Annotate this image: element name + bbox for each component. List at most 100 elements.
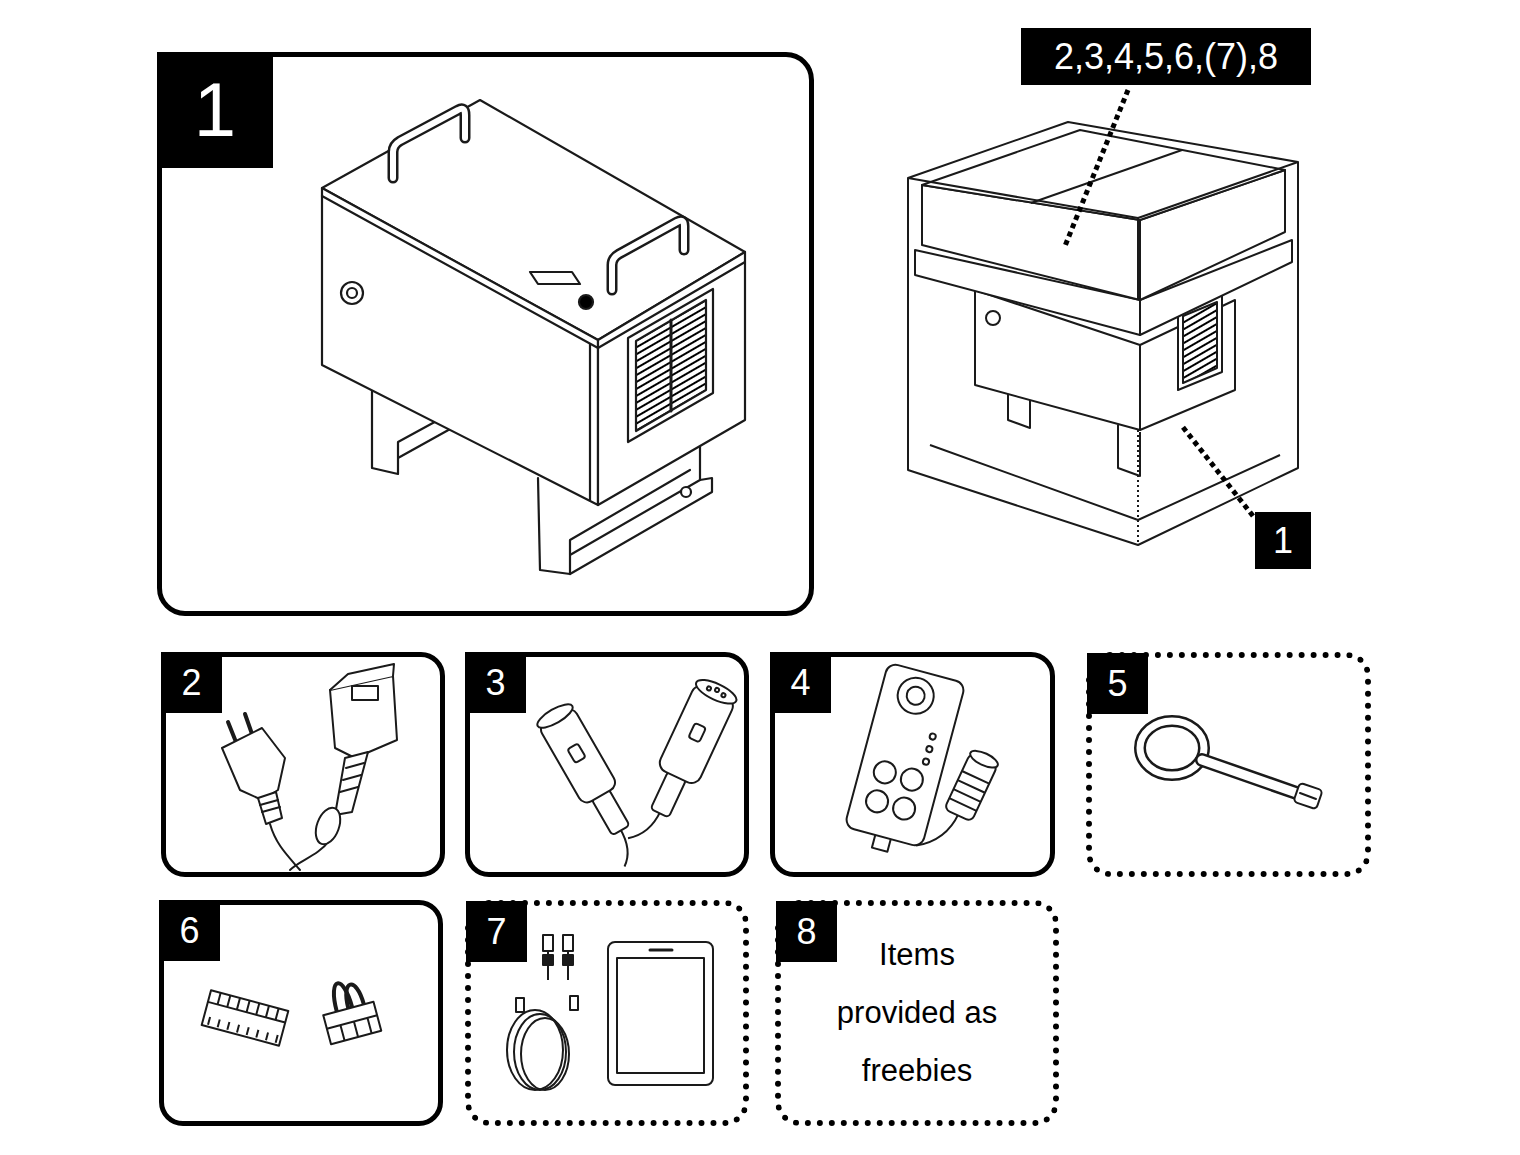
pendant-button — [898, 766, 925, 793]
strain-relief — [258, 792, 282, 824]
door-lock — [341, 282, 363, 304]
handle-inner — [612, 221, 684, 290]
terminal-screw — [218, 993, 279, 1020]
usb-plug-grip — [543, 955, 553, 965]
terminal-body — [202, 990, 289, 1045]
item-number: 6 — [179, 913, 199, 949]
indicator — [929, 733, 936, 740]
number-tab: 1 — [157, 52, 273, 168]
crate-frame — [1137, 218, 1139, 300]
item-panel: 6 — [159, 900, 443, 1126]
item-panel: 4 — [770, 652, 1055, 877]
key-shaft-inner — [1202, 760, 1308, 797]
number-tab: 6 — [159, 900, 220, 961]
callout-number: 1 — [1273, 523, 1293, 559]
crate-base — [930, 445, 1280, 520]
handle-inner — [393, 109, 465, 178]
usb-plug — [563, 935, 573, 951]
pin — [721, 693, 726, 698]
item-number: 8 — [796, 914, 816, 950]
vent-divider — [670, 320, 673, 411]
tablet — [608, 942, 713, 1085]
pendant-connector-core — [905, 685, 927, 707]
item-number: 3 — [485, 665, 505, 701]
door-lock-core — [347, 288, 357, 298]
key-groove — [1300, 793, 1316, 799]
door-lock — [986, 311, 1000, 325]
plug-pin — [228, 722, 236, 742]
pendant-connector — [894, 674, 938, 718]
crate-frame — [908, 122, 1298, 218]
key-bit — [1293, 783, 1322, 810]
handle — [393, 109, 465, 178]
pendant-plug — [916, 743, 1000, 862]
optional-item-panel: 5 — [1086, 652, 1371, 877]
plug-pin — [245, 714, 252, 734]
pendant-button — [871, 759, 898, 786]
tablet-speaker — [650, 949, 672, 952]
callout-number: 2,3,4,5,6,(7),8 — [1054, 39, 1278, 75]
item-number: 2 — [181, 665, 201, 701]
cable-plug — [516, 998, 524, 1012]
callout-box: 1 — [1255, 512, 1311, 569]
packing-crate — [908, 122, 1298, 545]
pendant-button — [864, 788, 891, 815]
pendant-body — [841, 663, 966, 860]
latch — [567, 743, 585, 763]
cabinet-leg-fold — [398, 418, 442, 458]
latch — [688, 723, 706, 743]
plug-rib — [949, 771, 989, 811]
tablet-screen — [617, 958, 704, 1073]
optional-item-panel: 8Items provided as freebies — [775, 900, 1059, 1126]
number-tab: 7 — [466, 901, 527, 962]
terminal-edge — [208, 1002, 285, 1023]
label-slot — [530, 272, 580, 284]
number-tab: 8 — [776, 901, 837, 962]
bolt-hole — [681, 487, 691, 497]
connector-face — [693, 675, 740, 708]
circular-connector — [624, 675, 739, 855]
iec-connector — [330, 676, 397, 758]
signal-cable — [534, 675, 739, 869]
plug-body — [323, 1002, 381, 1044]
number-tab: 4 — [770, 652, 831, 713]
indicator — [926, 745, 933, 752]
optional-item-panel: 7 — [465, 900, 749, 1126]
optional-tablet-kit — [507, 935, 713, 1090]
pin — [706, 686, 711, 691]
cable — [270, 824, 300, 870]
number-tab: 3 — [465, 652, 526, 713]
cabinet-front — [322, 188, 598, 505]
cable-coil — [521, 1018, 569, 1090]
power-cable — [222, 664, 397, 870]
connector-body — [657, 683, 737, 787]
plug-slot — [327, 1015, 381, 1044]
key-ring — [1140, 721, 1204, 775]
circular-connector — [534, 700, 655, 869]
lid-seam — [1031, 150, 1182, 203]
key-ring-inner — [1140, 721, 1204, 775]
door-seam — [589, 344, 591, 500]
plug-face — [968, 747, 1000, 771]
strain-relief-rib — [340, 763, 364, 792]
bridge-plug — [316, 976, 381, 1045]
item-number: 1 — [194, 72, 236, 148]
control-cabinet — [322, 100, 745, 574]
leader-line — [1065, 90, 1128, 246]
crate-edge — [1137, 430, 1139, 545]
button — [579, 295, 593, 309]
cabinet-leg — [1118, 425, 1140, 476]
usb-plug — [543, 935, 553, 951]
item-panel: 2 — [161, 652, 445, 877]
mains-plug — [222, 728, 285, 800]
strain-relief — [335, 752, 368, 815]
panel-note: Items provided as freebies — [822, 926, 1012, 1100]
accessory-box-lid — [922, 130, 1285, 220]
terminal-slot — [208, 1017, 278, 1043]
pendant-button — [891, 795, 918, 822]
cabinet-side — [598, 252, 745, 505]
vent-grille — [636, 300, 706, 431]
item-number: 4 — [790, 665, 810, 701]
